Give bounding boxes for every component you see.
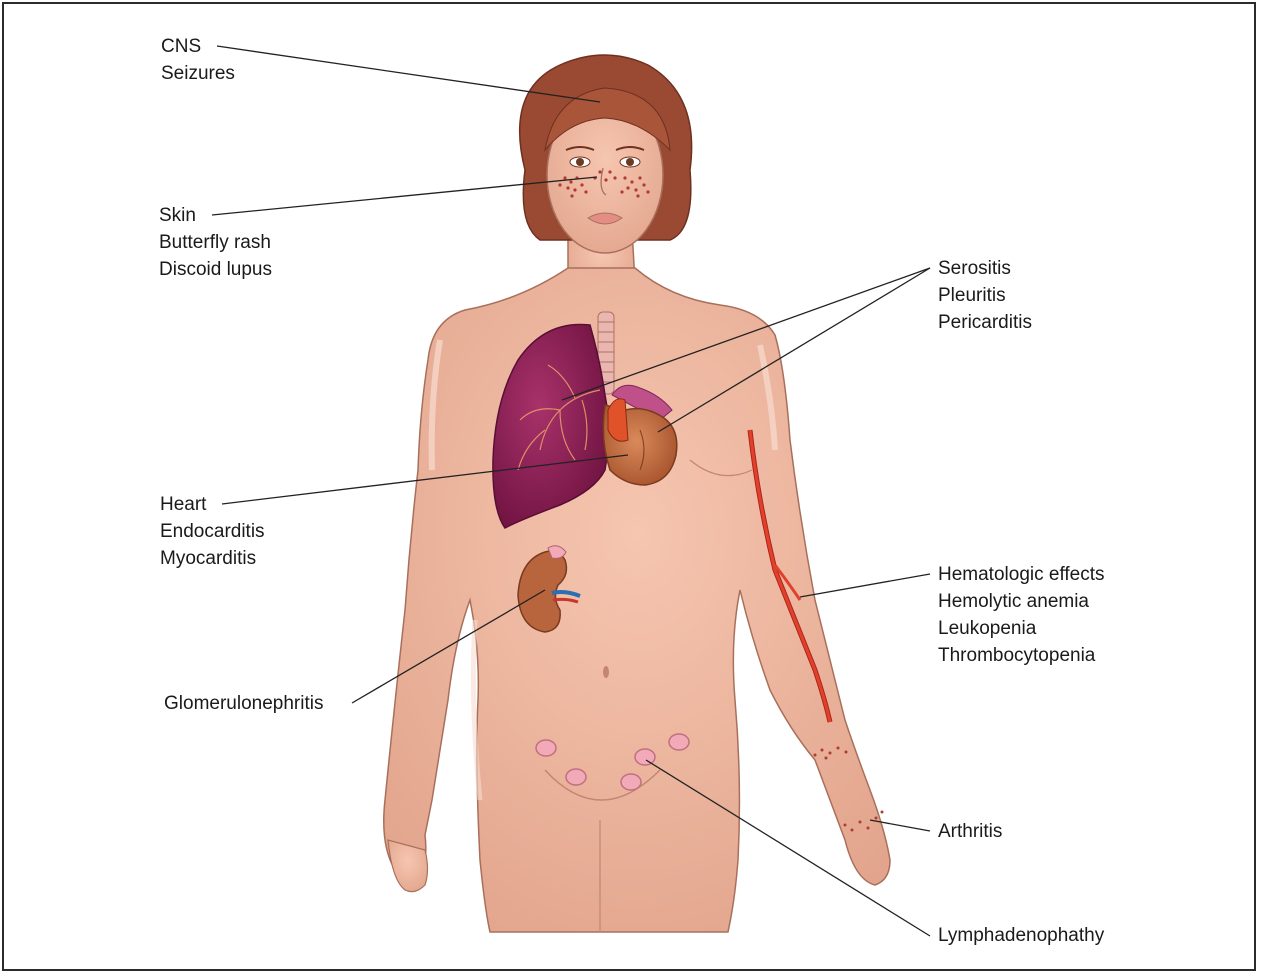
label-glomerulonephritis: Glomerulonephritis	[164, 690, 323, 717]
label-heart: Heart Endocarditis Myocarditis	[160, 491, 265, 572]
label-hematologic: Hematologic effects Hemolytic anemia Leu…	[938, 561, 1105, 669]
label-arthritis: Arthritis	[938, 818, 1002, 845]
label-skin: Skin Butterfly rash Discoid lupus	[159, 202, 272, 283]
label-lymphadenopathy: Lymphadenophathy	[938, 922, 1104, 949]
body-silhouette	[384, 230, 890, 932]
label-cns: CNS Seizures	[161, 33, 235, 87]
label-serositis: Serositis Pleuritis Pericarditis	[938, 255, 1032, 336]
head	[520, 55, 692, 253]
